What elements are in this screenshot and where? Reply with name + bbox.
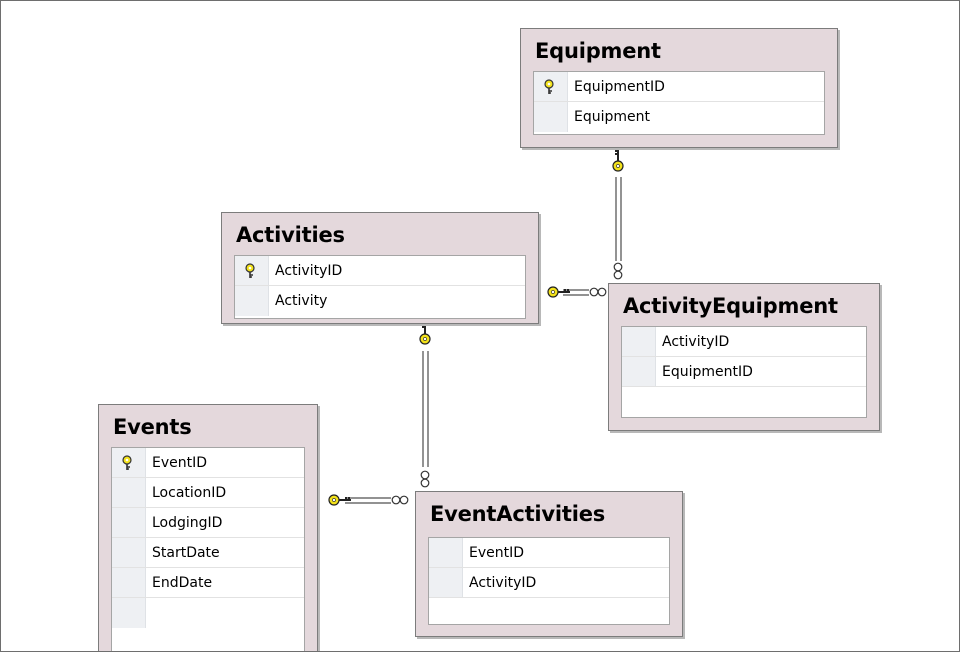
- column-row[interactable]: LocationID: [112, 478, 304, 508]
- column-row[interactable]: Equipment: [534, 102, 824, 132]
- relation-activities-eventactivities[interactable]: [422, 351, 429, 467]
- empty-row[interactable]: [429, 598, 669, 628]
- primary-key-icon: [245, 263, 255, 278]
- key-icon: [328, 494, 351, 506]
- column-row[interactable]: StartDate: [112, 538, 304, 568]
- relation-events-eventactivities[interactable]: [345, 497, 391, 504]
- column-name: EventID: [152, 455, 208, 471]
- table-activityequipment[interactable]: ActivityEquipment ActivityID EquipmentID: [608, 283, 880, 431]
- column-row[interactable]: ActivityID: [235, 256, 525, 286]
- table-title: Activities: [236, 223, 345, 247]
- infinity-icon: [391, 495, 409, 505]
- column-name: LocationID: [152, 485, 227, 501]
- table-events[interactable]: Events EventID LocationID LodgingID: [98, 404, 318, 651]
- key-icon: [419, 322, 431, 345]
- column-row[interactable]: EventID: [429, 538, 669, 568]
- column-grid: ActivityID EquipmentID: [621, 326, 867, 418]
- column-row[interactable]: ActivityID: [622, 327, 866, 357]
- empty-row[interactable]: [622, 387, 866, 417]
- column-name: EquipmentID: [574, 79, 665, 95]
- column-name: ActivityID: [275, 263, 343, 279]
- column-grid: EquipmentID Equipment: [533, 71, 825, 135]
- table-title: EventActivities: [430, 502, 606, 526]
- column-name: Equipment: [574, 109, 650, 125]
- primary-key-icon: [544, 79, 554, 94]
- table-equipment[interactable]: Equipment EquipmentID Equipment: [520, 28, 838, 148]
- column-row[interactable]: LodgingID: [112, 508, 304, 538]
- column-grid: EventID ActivityID: [428, 537, 670, 625]
- column-row[interactable]: EndDate: [112, 568, 304, 598]
- column-name: EndDate: [152, 575, 213, 591]
- column-name: ActivityID: [469, 575, 537, 591]
- column-row[interactable]: Activity: [235, 286, 525, 316]
- column-name: EventID: [469, 545, 525, 561]
- table-title: Events: [113, 415, 192, 439]
- infinity-icon: [420, 470, 430, 488]
- infinity-icon: [589, 287, 607, 297]
- column-grid: ActivityID Activity: [234, 255, 526, 319]
- table-title: ActivityEquipment: [623, 294, 838, 318]
- relation-equipment-activityequipment[interactable]: [615, 177, 622, 261]
- column-name: ActivityID: [662, 334, 730, 350]
- column-name: EquipmentID: [662, 364, 753, 380]
- infinity-icon: [613, 262, 623, 280]
- column-row[interactable]: EventID: [112, 448, 304, 478]
- key-icon: [547, 286, 570, 298]
- relation-activities-activityequipment[interactable]: [563, 289, 589, 296]
- column-grid: EventID LocationID LodgingID StartDate E…: [111, 447, 305, 651]
- table-activities[interactable]: Activities ActivityID Activity: [221, 212, 539, 324]
- key-icon: [612, 149, 624, 172]
- column-name: Activity: [275, 293, 328, 309]
- table-eventactivities[interactable]: EventActivities EventID ActivityID: [415, 491, 683, 637]
- column-row[interactable]: ActivityID: [429, 568, 669, 598]
- column-row[interactable]: [112, 598, 304, 628]
- primary-key-icon: [122, 455, 132, 470]
- column-name: LodgingID: [152, 515, 223, 531]
- column-name: StartDate: [152, 545, 220, 561]
- column-row[interactable]: EquipmentID: [534, 72, 824, 102]
- column-row[interactable]: EquipmentID: [622, 357, 866, 387]
- table-title: Equipment: [535, 39, 661, 63]
